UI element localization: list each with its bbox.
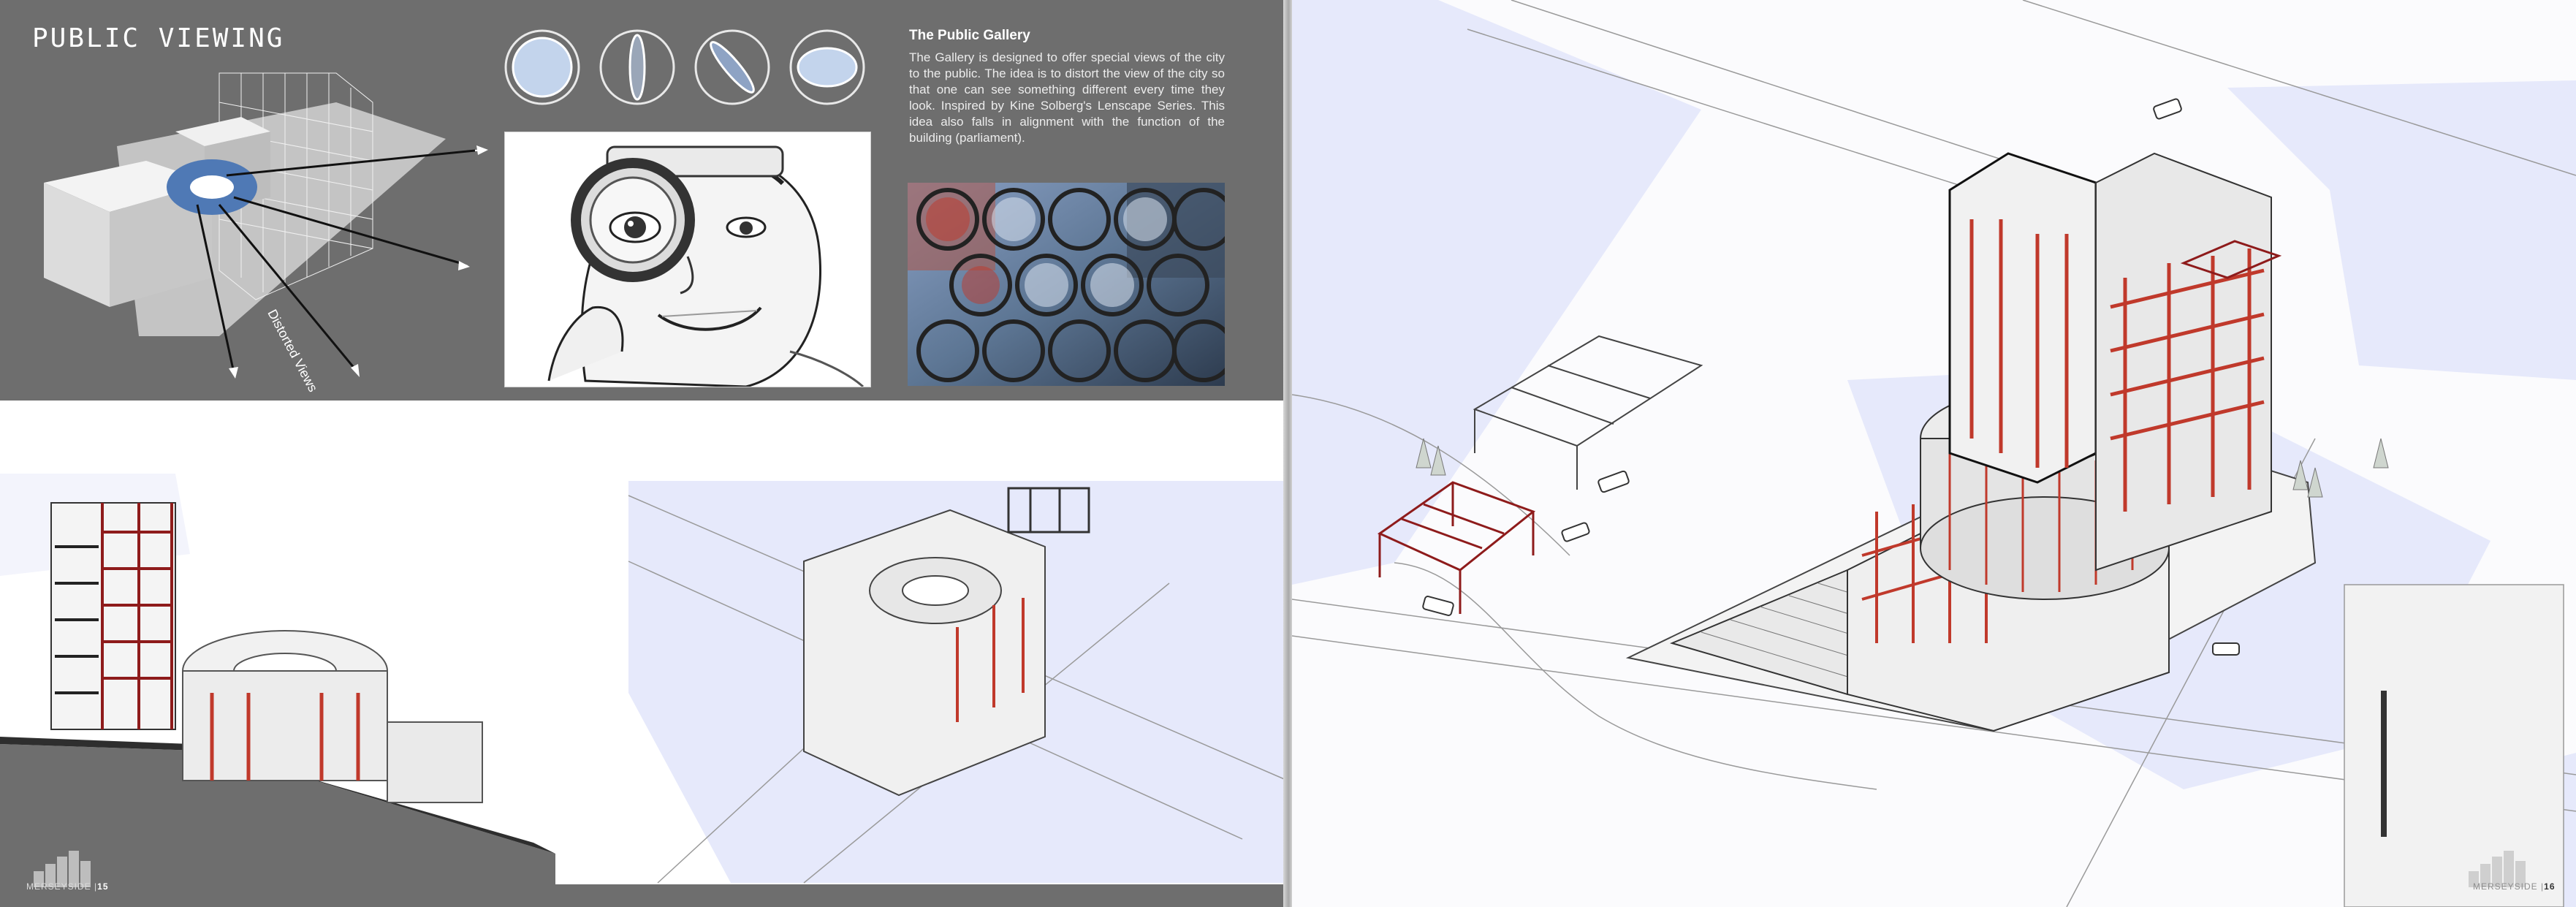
lens-round-icon — [504, 29, 580, 105]
gallery-description: The Gallery is designed to offer special… — [909, 50, 1225, 145]
page-number-right: 16 — [2544, 881, 2556, 892]
right-footer: MERSEYSIDE |16 — [2473, 881, 2556, 892]
left-footer: MERSEYSIDE |15 — [26, 881, 109, 892]
footer-brand: MERSEYSIDE — [26, 881, 91, 892]
left-page: PUBLIC VIEWING — [0, 0, 1288, 907]
right-page: MERSEYSIDE |16 — [1292, 0, 2576, 907]
lens-edge-icon — [599, 29, 675, 105]
merseyside-logo — [34, 851, 91, 887]
lenscape-photo — [908, 183, 1225, 386]
footer-brand-right: MERSEYSIDE — [2473, 881, 2538, 892]
massing-diagram — [44, 72, 488, 379]
lens-tilted-icon — [694, 29, 770, 105]
lens-variations — [504, 29, 870, 110]
merseyside-logo-right — [2469, 851, 2526, 887]
footer-separator: | — [94, 881, 98, 892]
footer-band — [0, 884, 1288, 907]
magnifier-illustration — [505, 132, 870, 388]
page-number: 15 — [97, 881, 109, 892]
lenscape-image — [908, 183, 1225, 386]
magnifier-sketch — [504, 132, 871, 388]
page-title: PUBLIC VIEWING — [32, 23, 285, 53]
footer-separator-right: | — [2541, 881, 2545, 892]
lens-flat-icon — [789, 29, 865, 105]
aerial-axonometric — [1292, 0, 2576, 907]
section-axonometrics — [0, 474, 1288, 884]
gallery-heading: The Public Gallery — [909, 28, 1030, 43]
